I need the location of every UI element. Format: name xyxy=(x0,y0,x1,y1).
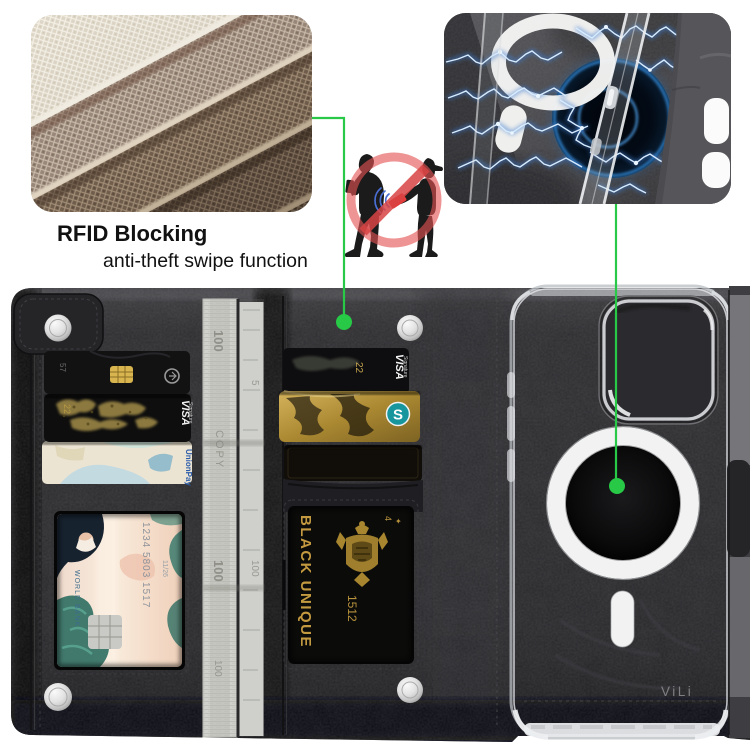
svg-text:100: 100 xyxy=(211,560,226,582)
svg-text:22: 22 xyxy=(353,362,364,374)
svg-text:BLACK UNIQUE: BLACK UNIQUE xyxy=(297,515,314,648)
svg-text:S: S xyxy=(393,407,403,424)
svg-text:✦: ✦ xyxy=(395,517,402,526)
svg-text:COPY: COPY xyxy=(213,430,225,469)
svg-text:1234 5803 1517: 1234 5803 1517 xyxy=(140,522,151,608)
svg-text:VISA: VISA xyxy=(393,354,405,380)
svg-text:WORLD BANK: WORLD BANK xyxy=(73,570,80,627)
svg-text:ViLi: ViLi xyxy=(661,684,693,699)
svg-text:1512: 1512 xyxy=(345,595,359,622)
svg-text:Signature: Signature xyxy=(402,356,408,378)
svg-text:RFID Blocking: RFID Blocking xyxy=(57,221,207,246)
svg-text:57: 57 xyxy=(58,363,67,372)
svg-text:4: 4 xyxy=(383,516,393,521)
svg-text:anti-theft swipe function: anti-theft swipe function xyxy=(103,250,308,272)
svg-text:VISA: VISA xyxy=(179,400,191,426)
svg-text:100: 100 xyxy=(212,660,223,677)
svg-text:11/26: 11/26 xyxy=(161,560,168,577)
svg-text:UnionPay: UnionPay xyxy=(184,449,193,486)
svg-text:22: 22 xyxy=(62,404,72,414)
svg-text:100: 100 xyxy=(249,560,260,577)
svg-text:Signature: Signature xyxy=(187,402,193,424)
svg-text:100: 100 xyxy=(211,330,226,352)
svg-text:5: 5 xyxy=(249,380,260,386)
